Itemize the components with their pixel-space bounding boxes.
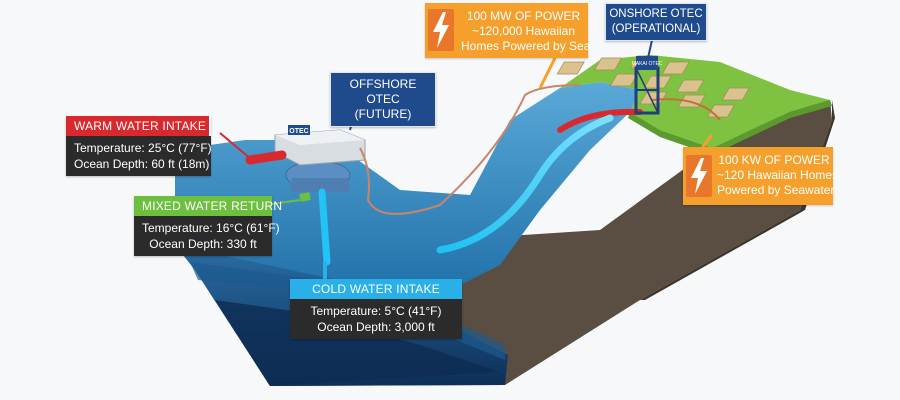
platform-label: OTEC: [289, 128, 308, 135]
offshore-power-callout: 100 MW OF POWER ~120,000 Hawaiian Homes …: [425, 3, 595, 58]
offshore-power-line3: Homes Powered by Sea-: [461, 39, 595, 53]
mixed-connector: [271, 199, 301, 205]
ocean-layer-3: [215, 300, 500, 386]
mixed-depth: Ocean Depth: 330 ft: [149, 237, 257, 251]
warm-connector: [219, 132, 253, 161]
mixed-return-pipe: [299, 192, 311, 202]
offshore-otec-line1: OFFSHORE OTEC: [349, 77, 417, 106]
cold-temperature: Temperature: 5°C (41°F): [310, 304, 442, 318]
ocean-layer-2: [190, 262, 505, 360]
onshore-power-text: 100 KW OF POWER ~120 Hawaiian Homes Powe…: [717, 153, 839, 198]
cold-water-intake-callout: COLD WATER INTAKE Temperature: 5°C (41°F…: [290, 279, 462, 339]
warm-temperature: Temperature: 25°C (77°F): [74, 141, 212, 155]
warm-water-intake-title: WARM WATER INTAKE: [66, 116, 209, 136]
onshore-power-line2: ~120 Hawaiian Homes: [717, 168, 839, 182]
onshore-power-callout: 100 KW OF POWER ~120 Hawaiian Homes Powe…: [683, 147, 839, 205]
onshore-warm-pipe: [557, 108, 643, 133]
cold-depth: Ocean Depth: 3,000 ft: [317, 320, 435, 334]
warm-water-intake-callout: WARM WATER INTAKE Temperature: 25°C (77°…: [66, 116, 212, 176]
mixed-temperature: Temperature: 16°C (61°F): [142, 221, 280, 235]
onshore-cold-pipe: [436, 114, 614, 254]
offshore-otec-label: OFFSHORE OTEC (FUTURE): [330, 72, 436, 127]
onshore-otec-line2: (OPERATIONAL): [611, 23, 701, 35]
offshore-power-text: 100 MW OF POWER ~120,000 Hawaiian Homes …: [461, 9, 595, 54]
onshore-brown-pipe: [651, 98, 721, 121]
lightning-bolt-icon: [686, 155, 712, 197]
power-big-connector: [538, 57, 557, 89]
lightning-bolt-icon: [428, 9, 454, 51]
mixed-water-return-title: MIXED WATER RETURN: [134, 196, 282, 216]
onshore-connector: [647, 39, 653, 59]
power-small-connector: [700, 134, 714, 149]
warm-intake-pipe: [245, 150, 287, 165]
offshore-power-line1: 100 MW OF POWER: [466, 9, 581, 23]
offshore-power-line2: ~120,000 Hawaiian: [471, 24, 576, 38]
mixed-water-return-details: Temperature: 16°C (61°F) Ocean Depth: 33…: [134, 216, 280, 256]
mixed-water-return-callout: MIXED WATER RETURN Temperature: 16°C (61…: [134, 196, 282, 256]
offshore-power-cable: [359, 84, 581, 215]
ocean-surface: [175, 82, 640, 300]
warm-water-intake-details: Temperature: 25°C (77°F) Ocean Depth: 60…: [66, 136, 212, 176]
cold-water-intake-details: Temperature: 5°C (41°F) Ocean Depth: 3,0…: [290, 299, 462, 339]
tower-label: MAKAI OTEC: [632, 61, 663, 67]
onshore-power-line1: 100 KW OF POWER: [718, 153, 830, 167]
cold-intake-pipe: [318, 188, 331, 266]
otec-tower-icon: MAKAI OTEC: [632, 56, 663, 115]
onshore-otec-line1: ONSHORE OTEC: [609, 8, 703, 20]
land-edge: [628, 100, 832, 155]
onshore-power-line3: Powered by Seawater: [717, 183, 835, 197]
offshore-otec-line2: (FUTURE): [354, 107, 412, 121]
onshore-otec-label: ONSHORE OTEC (OPERATIONAL): [605, 3, 707, 41]
offshore-platform: OTEC: [274, 125, 366, 192]
warm-depth: Ocean Depth: 60 ft (18m): [74, 157, 210, 171]
cold-water-intake-title: COLD WATER INTAKE: [290, 279, 462, 299]
